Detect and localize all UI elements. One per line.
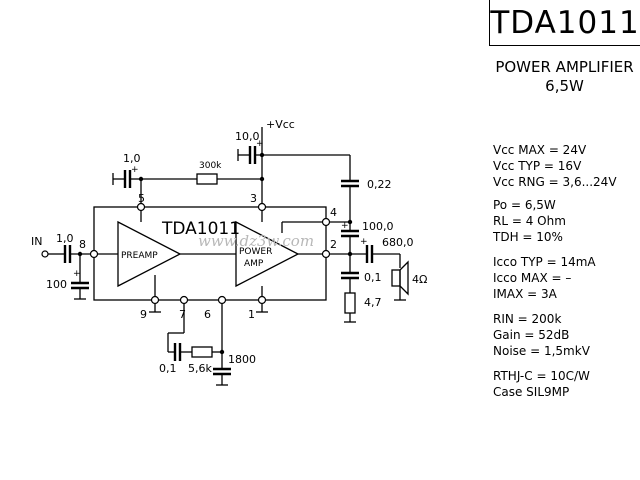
pin-number-4: 4	[330, 206, 337, 219]
power-amp-label-line1: POWER	[239, 247, 272, 257]
svg-text:+: +	[256, 139, 264, 149]
spec-case: Case SIL9MP	[493, 385, 570, 399]
pin-number-2: 2	[330, 238, 337, 251]
title-box: TDA1011	[489, 0, 640, 46]
spec-noise: Noise = 1,5mkV	[493, 344, 590, 358]
preamp-label: PREAMP	[121, 251, 158, 261]
spec-vcc-max: Vcc MAX = 24V	[493, 143, 587, 157]
spec-vcc-typ: Vcc TYP = 16V	[493, 159, 582, 173]
r-zobel-resistor	[344, 292, 356, 314]
pin-4-pad	[321, 217, 331, 227]
c-in-gnd-value: 100	[46, 278, 67, 291]
power-amp-label-line2: AMP	[244, 259, 264, 269]
spec-po: Po = 6,5W	[493, 198, 556, 212]
speaker-icon	[391, 269, 401, 287]
pin-2-pad	[321, 249, 331, 259]
r-pin7-resistor	[191, 346, 213, 358]
svg-text:+: +	[341, 221, 349, 231]
r-pin7-value: 5,6k	[188, 362, 212, 375]
c-out-fb-value: 100,0	[362, 220, 394, 233]
svg-text:+: +	[360, 237, 368, 247]
spec-icco-max: Icco MAX = –	[493, 271, 572, 285]
pin-8-pad	[89, 249, 99, 259]
r-fb-value: 300k	[199, 161, 222, 171]
spec-rin: RIN = 200k	[493, 312, 562, 326]
r-fb-resistor	[196, 173, 218, 185]
pin-7-pad	[179, 295, 189, 305]
pin-3-pad	[257, 202, 267, 212]
watermark: www.dz3w.com	[198, 232, 314, 250]
c-boot-value: 0,22	[367, 178, 392, 191]
spec-rth: RTHJ-C = 10C/W	[493, 369, 590, 383]
spec-tdh: TDH = 10%	[493, 230, 563, 244]
c-supply-value: 10,0	[235, 130, 260, 143]
spec-rl: RL = 4 Ohm	[493, 214, 566, 228]
pin-number-8: 8	[79, 238, 86, 251]
svg-text:+: +	[131, 165, 139, 175]
pin-9-pad	[150, 295, 160, 305]
spec-imax: IMAX = 3A	[493, 287, 557, 301]
page-title: TDA1011	[490, 4, 640, 41]
input-label: IN	[31, 235, 42, 248]
pin-number-9: 9	[140, 308, 147, 321]
pin-number-1: 1	[248, 308, 255, 321]
c-pin7-value: 0,1	[159, 362, 177, 375]
pin-1-pad	[257, 295, 267, 305]
speaker-impedance: 4Ω	[412, 273, 427, 286]
subtitle-line-2: 6,5W	[545, 77, 584, 95]
c-pin6-value: 1800	[228, 353, 256, 366]
pin-number-7: 7	[179, 308, 186, 321]
c-out-value: 680,0	[382, 236, 414, 249]
subtitle: POWER AMPLIFIER 6,5W	[489, 58, 640, 96]
svg-text:+: +	[73, 269, 81, 279]
spec-vcc-range: Vcc RNG = 3,6...24V	[493, 175, 617, 189]
c-zobel-value: 0,1	[364, 271, 382, 284]
pin-6-pad	[217, 295, 227, 305]
specs-list: Vcc MAX = 24V Vcc TYP = 16V Vcc RNG = 3,…	[493, 142, 617, 400]
input-terminal[interactable]	[41, 250, 49, 258]
spec-gain: Gain = 52dB	[493, 328, 570, 342]
c-in-value: 1,0	[56, 232, 74, 245]
supply-label: +Vcc	[266, 118, 295, 131]
pin-number-6: 6	[204, 308, 211, 321]
r-zobel-value: 4,7	[364, 296, 382, 309]
pin-number-3: 3	[250, 192, 257, 205]
subtitle-line-1: POWER AMPLIFIER	[495, 58, 634, 76]
ic-chip-label: TDA1011	[161, 219, 240, 239]
spec-icco-typ: Icco TYP = 14mA	[493, 255, 596, 269]
c-fb-value: 1,0	[123, 152, 141, 165]
